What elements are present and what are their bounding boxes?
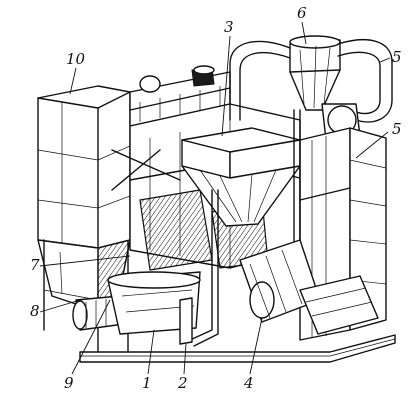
callout-5-top: 5: [392, 48, 402, 66]
callout-8: 8: [30, 302, 40, 320]
callout-5-mid: 5: [392, 120, 402, 138]
callout-7: 7: [30, 256, 40, 274]
callout-10: 10: [66, 50, 86, 68]
callout-9: 9: [64, 374, 74, 392]
cyclone: [289, 35, 341, 111]
callout-4: 4: [243, 374, 254, 392]
sloped-conveyor: [299, 275, 379, 335]
callout-6: 6: [297, 4, 307, 22]
collecting-trough: [107, 271, 201, 335]
callout-1: 1: [142, 374, 152, 392]
base-platform: [79, 334, 396, 363]
callouts: 10 3 6 5 5 7 8 9 1 2 4: [30, 4, 402, 392]
outlet-pipe: [179, 297, 193, 345]
callout-3: 3: [224, 18, 234, 36]
upper-frame: [129, 65, 231, 127]
storage-bin: [37, 85, 131, 307]
callout-2: 2: [177, 374, 188, 392]
